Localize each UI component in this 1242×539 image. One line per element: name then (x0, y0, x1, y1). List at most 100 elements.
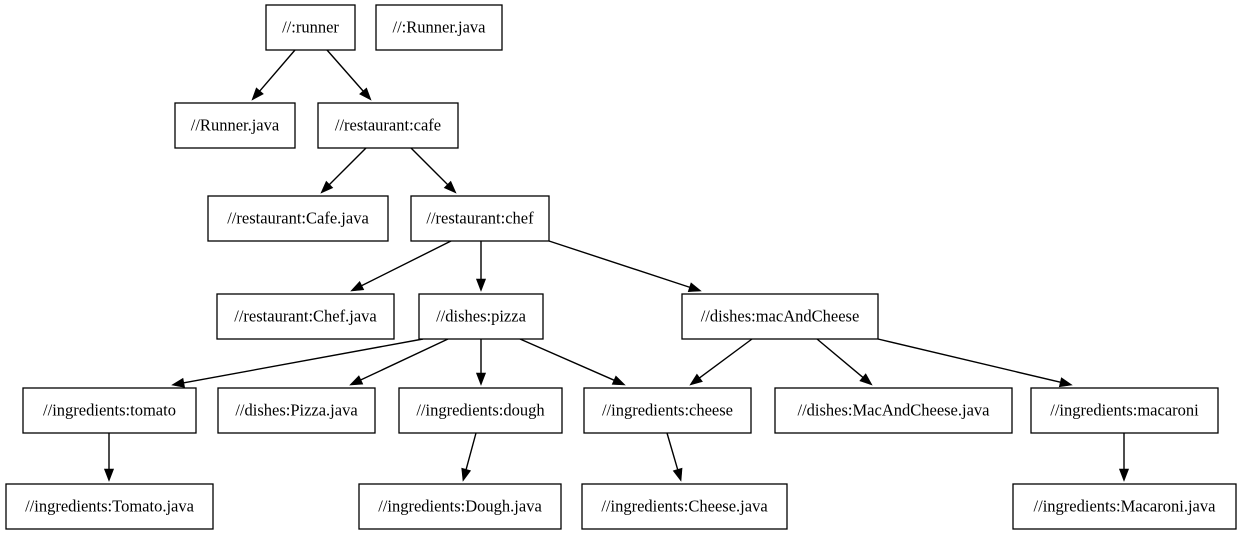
graph-node[interactable]: //restaurant:Chef.java (216, 293, 395, 340)
node-label: //restaurant:chef (426, 208, 534, 227)
graph-node[interactable]: //restaurant:cafe (317, 102, 459, 149)
graph-edge (103, 433, 115, 482)
graph-edge (1118, 433, 1130, 482)
edges-layer (103, 49, 1130, 482)
edge-line (666, 432, 679, 470)
edge-arrowhead-icon (320, 180, 334, 194)
edge-arrowhead-icon (1118, 468, 1130, 482)
node-label: //:runner (282, 17, 339, 36)
node-label: //restaurant:cafe (335, 115, 441, 134)
node-label: //ingredients:Tomato.java (25, 496, 195, 515)
node-box[interactable] (1012, 483, 1237, 530)
edge-arrowhead-icon (103, 468, 115, 482)
node-box[interactable] (265, 4, 356, 51)
node-label: //ingredients:Dough.java (378, 496, 542, 515)
node-label: //:Runner.java (392, 17, 486, 36)
graph-node[interactable]: //dishes:MacAndCheese.java (774, 387, 1013, 434)
edge-arrowhead-icon (359, 87, 372, 101)
node-box[interactable] (410, 195, 550, 242)
node-label: //Runner.java (191, 115, 280, 134)
graph-node[interactable]: //ingredients:tomato (22, 387, 197, 434)
nodes-layer: //:runner //:Runner.java //Runner.java //re… (5, 4, 1237, 530)
edge-line (699, 338, 753, 379)
node-label: //dishes:Pizza.java (235, 400, 358, 419)
node-box[interactable] (217, 387, 376, 434)
graph-node[interactable]: //ingredients:Cheese.java (581, 483, 788, 530)
edge-arrowhead-icon (689, 373, 703, 386)
graph-edge (410, 147, 457, 194)
edge-line (519, 338, 615, 381)
node-box[interactable] (317, 102, 459, 149)
graph-node[interactable]: //ingredients:Dough.java (358, 483, 562, 530)
node-box[interactable] (681, 293, 879, 340)
graph-node[interactable]: //dishes:macAndCheese (681, 293, 879, 340)
edge-arrowhead-icon (611, 375, 626, 386)
graph-edge (475, 339, 487, 386)
node-box[interactable] (398, 387, 563, 434)
edge-arrowhead-icon (687, 282, 702, 292)
graph-edge (877, 338, 1073, 388)
node-label: //ingredients:macaroni (1050, 400, 1199, 419)
graph-edge (461, 432, 477, 482)
edge-arrowhead-icon (350, 280, 365, 292)
node-box[interactable] (1030, 387, 1219, 434)
edge-line (259, 49, 296, 92)
node-box[interactable] (418, 293, 544, 340)
graph-edge (349, 338, 449, 386)
node-label: //ingredients:tomato (43, 400, 176, 419)
edge-arrowhead-icon (251, 87, 264, 101)
node-box[interactable] (5, 483, 214, 530)
edge-arrowhead-icon (461, 467, 472, 482)
edge-arrowhead-icon (475, 372, 487, 386)
graph-node[interactable]: //restaurant:chef (410, 195, 550, 242)
node-label: //ingredients:dough (416, 400, 545, 419)
edge-line (328, 147, 367, 186)
graph-node[interactable]: //ingredients:Tomato.java (5, 483, 214, 530)
edge-arrowhead-icon (349, 375, 364, 386)
graph-edge (320, 147, 367, 194)
edge-arrowhead-icon (171, 377, 186, 388)
graph-node[interactable]: //ingredients:dough (398, 387, 563, 434)
graph-node[interactable]: //:Runner.java (375, 4, 503, 51)
node-label: //ingredients:Macaroni.java (1034, 496, 1217, 515)
node-label: //ingredients:cheese (602, 400, 733, 419)
node-box[interactable] (207, 195, 389, 242)
node-box[interactable] (358, 483, 562, 530)
graph-edge (816, 338, 873, 386)
graph-edge (251, 49, 296, 101)
graph-node[interactable]: //Runner.java (174, 102, 296, 149)
graph-edge (475, 241, 487, 292)
graph-node[interactable]: //dishes:pizza (418, 293, 544, 340)
node-box[interactable] (22, 387, 197, 434)
edge-arrowhead-icon (672, 467, 683, 482)
node-box[interactable] (581, 483, 788, 530)
graph-node[interactable]: //ingredients:cheese (583, 387, 752, 434)
graph-node[interactable]: //dishes:Pizza.java (217, 387, 376, 434)
graph-node[interactable]: //restaurant:Cafe.java (207, 195, 389, 242)
node-box[interactable] (583, 387, 752, 434)
node-label: //dishes:MacAndCheese.java (798, 400, 991, 419)
node-label: //dishes:macAndCheese (701, 306, 860, 325)
graph-edge (350, 240, 452, 292)
node-box[interactable] (216, 293, 395, 340)
graph-edge (548, 240, 702, 292)
graph-edge (689, 338, 753, 386)
node-label: //restaurant:Chef.java (234, 306, 377, 325)
edge-arrowhead-icon (859, 373, 873, 386)
graph-node[interactable]: //:runner (265, 4, 356, 51)
graph-node[interactable]: //ingredients:Macaroni.java (1012, 483, 1237, 530)
edge-arrowhead-icon (443, 180, 457, 194)
graph-edge (666, 432, 683, 482)
graph-node[interactable]: //ingredients:macaroni (1030, 387, 1219, 434)
node-box[interactable] (774, 387, 1013, 434)
edge-line (465, 432, 477, 470)
node-box[interactable] (375, 4, 503, 51)
node-box[interactable] (174, 102, 296, 149)
edge-line (360, 338, 449, 381)
edge-line (548, 240, 690, 288)
edge-line (877, 338, 1061, 383)
edge-arrowhead-icon (1058, 377, 1073, 388)
node-label: //ingredients:Cheese.java (601, 496, 768, 515)
node-label: //restaurant:Cafe.java (227, 208, 369, 227)
